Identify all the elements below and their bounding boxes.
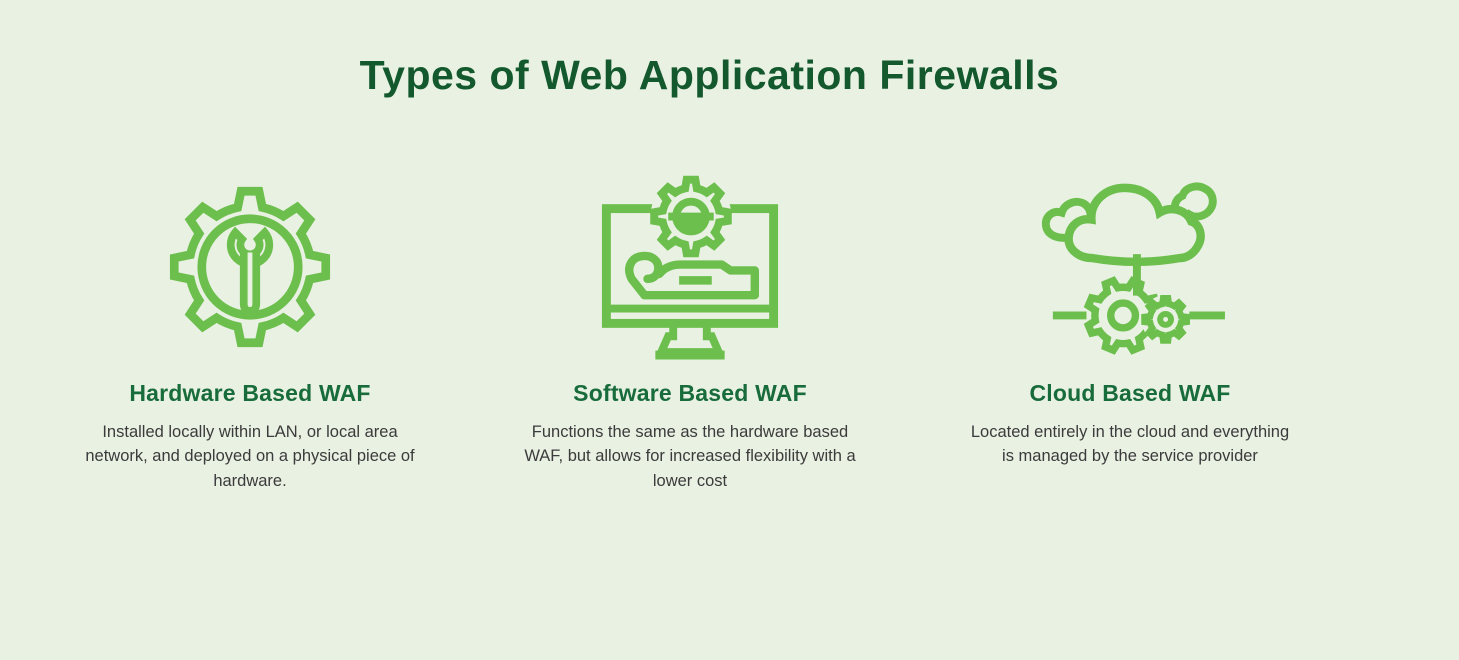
software-waf-heading: Software Based WAF bbox=[573, 380, 807, 406]
gear-ring bbox=[197, 213, 303, 320]
hardware-waf-heading: Hardware Based WAF bbox=[129, 380, 371, 406]
monitor-hand-gear-icon bbox=[601, 175, 779, 360]
cloud-icon bbox=[1064, 183, 1205, 267]
software-waf-description: Functions the same as the hardware based… bbox=[524, 423, 856, 490]
gear-wrench-icon bbox=[169, 186, 331, 347]
software-icon-box bbox=[500, 169, 880, 364]
wrench-handle bbox=[239, 252, 261, 315]
hardware-icon-box bbox=[60, 169, 440, 364]
small-gear-icon bbox=[1141, 295, 1190, 344]
page-title: Types of Web Application Firewalls bbox=[359, 52, 1060, 98]
waf-types-row: Hardware Based WAF Installed locally wit… bbox=[60, 169, 1320, 493]
column-cloud-waf: Cloud Based WAF Located entirely in the … bbox=[940, 169, 1320, 493]
gear-icon bbox=[169, 186, 331, 347]
hand-icon bbox=[625, 251, 760, 299]
cloud-icon-box bbox=[940, 169, 1320, 364]
wrench-icon bbox=[226, 226, 274, 268]
cloud-waf-heading: Cloud Based WAF bbox=[1029, 380, 1231, 406]
cloud-waf-description: Located entirely in the cloud and everyt… bbox=[970, 423, 1290, 466]
gear-icon bbox=[650, 175, 732, 257]
cloud-gears-icon bbox=[1041, 182, 1225, 355]
column-hardware-waf: Hardware Based WAF Installed locally wit… bbox=[60, 169, 440, 493]
small-gear-ring bbox=[1157, 311, 1175, 328]
column-software-waf: Software Based WAF Functions the same as… bbox=[500, 169, 880, 493]
gear-ring bbox=[1107, 299, 1140, 332]
hardware-waf-description: Installed locally within LAN, or local a… bbox=[85, 423, 415, 490]
